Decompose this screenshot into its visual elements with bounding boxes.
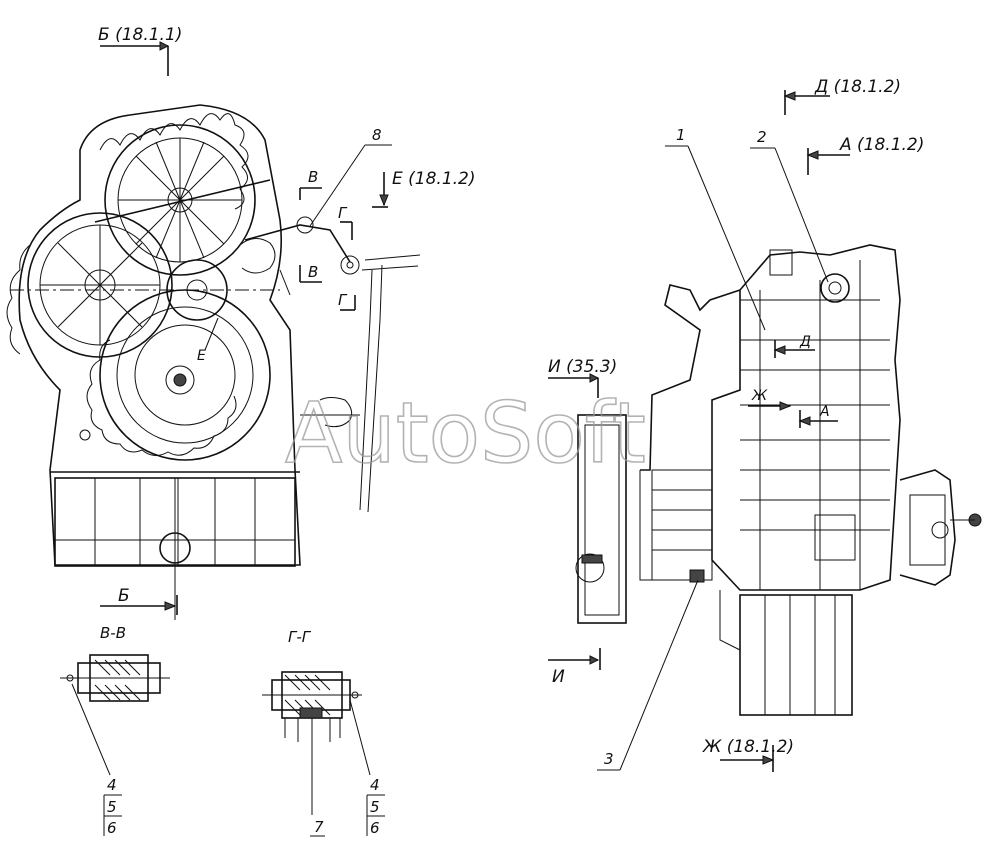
side-view: Д (18.1.2) А (18.1.2) [548, 77, 982, 772]
callout-left-6: 6 [107, 819, 117, 837]
callout-left-4: 4 [107, 776, 117, 794]
ref-zh-label: Ж (18.1.2) [702, 737, 794, 757]
callout-right-5: 5 [370, 798, 380, 816]
callout-right-4: 4 [370, 776, 380, 794]
front-view: Б (18.1.1) [6, 25, 475, 620]
sec-v-top-label: В [308, 168, 318, 186]
ref-i-label: И (35.3) [548, 357, 617, 377]
view-e-label: Е [197, 348, 206, 364]
callout-left-5: 5 [107, 798, 117, 816]
ref-e-label: Е (18.1.2) [392, 169, 475, 189]
section-gg: Г-Г 7 4 5 6 [262, 628, 385, 837]
ref-b-label: Б (18.1.1) [98, 25, 182, 45]
callout-3: 3 [604, 750, 614, 768]
view-b-bottom-label: Б [118, 586, 130, 606]
view-i-bottom-label: И [552, 667, 565, 687]
view-d-inner-label: Д [799, 334, 811, 350]
view-zh-inner-label: Ж [751, 388, 768, 404]
ref-d-label: Д (18.1.2) [814, 77, 901, 97]
sec-g-top-label: Г [338, 204, 348, 222]
watermark: AutoSoft [285, 384, 646, 482]
callout-7: 7 [314, 818, 324, 836]
sec-g-bot-label: Г [338, 291, 348, 309]
callout-1: 1 [676, 126, 686, 144]
callout-8: 8 [372, 126, 382, 144]
ref-a-label: А (18.1.2) [839, 135, 924, 155]
section-gg-title: Г-Г [288, 628, 312, 646]
section-vv-title: В-В [100, 624, 126, 642]
callout-right-6: 6 [370, 819, 380, 837]
view-a-inner-label: А [819, 404, 830, 420]
callout-2: 2 [757, 128, 767, 146]
sec-v-bot-label: В [308, 263, 318, 281]
section-vv: В-В 4 5 6 [60, 624, 170, 837]
